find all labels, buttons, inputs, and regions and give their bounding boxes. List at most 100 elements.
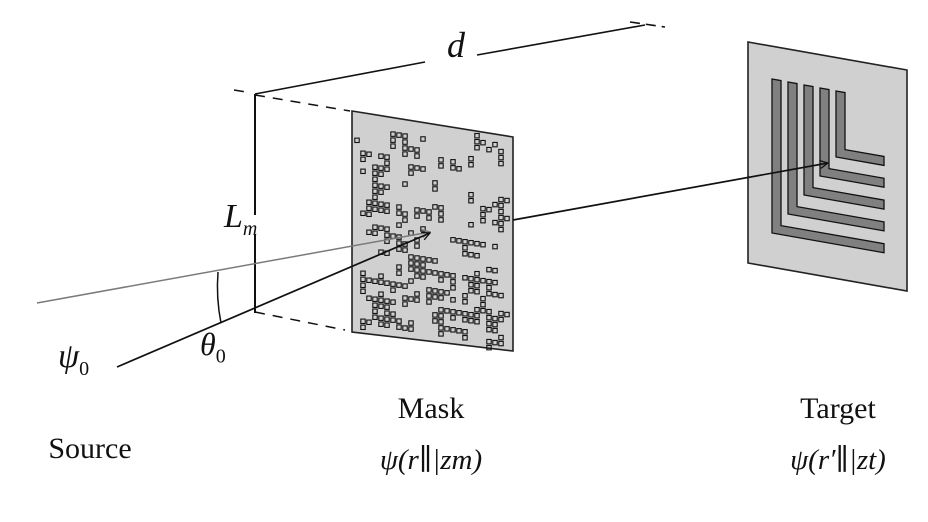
mask-pixel: [372, 188, 378, 194]
mask-pixel: [492, 267, 498, 274]
mask-pixel: [378, 153, 384, 159]
mask-pixel: [504, 197, 510, 204]
mask-pixel: [468, 221, 474, 228]
mask-pixel: [414, 267, 420, 273]
mask-pixel: [462, 299, 468, 305]
mask-pixel: [462, 311, 468, 317]
mask-pixel: [384, 184, 390, 190]
mask-pixel: [450, 237, 456, 243]
mask-pixel: [480, 139, 486, 146]
mask-pixel: [366, 211, 372, 218]
mask-pixel: [384, 298, 390, 304]
mask-pixel: [432, 258, 438, 264]
mask-pixel: [372, 170, 378, 176]
mask-pixel: [354, 137, 360, 144]
label-theta0-sub: 0: [215, 345, 226, 368]
mask-pixel: [408, 170, 414, 176]
mask-pixel: [492, 327, 498, 334]
mask-pixel: [384, 208, 390, 214]
label-theta0: θ0: [200, 326, 226, 368]
source-ray-gray: [36, 232, 430, 304]
mask-pixel: [486, 146, 492, 153]
mask-pixel: [498, 292, 504, 299]
mask-pixel: [474, 288, 480, 295]
mask-pixel: [384, 316, 390, 322]
mask-pixel: [492, 141, 498, 148]
mask-pixel: [396, 264, 402, 270]
mask-pixel: [486, 308, 492, 315]
mask-pixel: [390, 299, 396, 305]
mask-pixel: [468, 155, 474, 162]
label-target: Target: [800, 392, 876, 425]
mask-pixel: [480, 241, 486, 248]
mask-pixel: [366, 151, 372, 158]
mask-pixel: [372, 308, 378, 314]
mask-pixel: [468, 287, 474, 294]
mask-pixel: [366, 319, 372, 326]
mask-pixel: [480, 307, 486, 314]
mask-pixel: [486, 326, 492, 333]
mask-pixel: [468, 311, 474, 318]
mask-pixel: [432, 312, 438, 318]
mask-pixel: [432, 204, 438, 210]
mask-pixel: [414, 165, 420, 171]
mask-pixel: [378, 165, 384, 171]
mask-pixel: [414, 153, 420, 159]
mask-pixel: [378, 171, 384, 177]
mask-pixel: [360, 168, 366, 175]
mask-pixel: [444, 326, 450, 332]
mask-pixel: [474, 240, 480, 247]
label-Lm-sub: m: [242, 217, 258, 240]
mask-pixel: [402, 301, 408, 307]
mask-pixel: [396, 222, 402, 228]
mask-pixel: [372, 200, 378, 206]
mask-pixel: [450, 279, 456, 285]
mask-pixel: [492, 291, 498, 298]
target-l-pattern: [771, 78, 885, 254]
mask-pixel: [438, 307, 444, 313]
mask-pixel: [378, 189, 384, 195]
label-mask: Mask: [397, 392, 465, 425]
mask-pixel: [402, 295, 408, 301]
mask-pixel: [384, 202, 390, 208]
mask-pixel: [408, 260, 414, 266]
mask-pixel: [474, 144, 480, 151]
mask-pixel: [474, 132, 480, 139]
mask-pixel: [480, 277, 486, 284]
label-Lm-main: L: [224, 198, 243, 235]
mask-pixel: [396, 270, 402, 276]
mask-pixel: [492, 201, 498, 208]
mask-pixel: [450, 165, 456, 171]
mask-pixel: [474, 312, 480, 319]
mask-pixel: [468, 197, 474, 204]
mask-pixel: [432, 180, 438, 186]
mask-pixel: [504, 215, 510, 222]
mask-pixel: [474, 318, 480, 325]
mask-pixel: [492, 321, 498, 328]
mask-pixel: [402, 247, 408, 253]
mask-pixel: [474, 276, 480, 283]
projection-dashes: [254, 94, 351, 331]
mask-pixel: [390, 287, 396, 293]
mask-pixel: [414, 261, 420, 267]
mask-pixel: [444, 290, 450, 296]
mask-pixel: [486, 314, 492, 321]
mask-pixel: [498, 316, 504, 323]
mask-pixel: [378, 225, 384, 231]
mask-pixel: [414, 273, 420, 279]
mask-pixel: [366, 199, 372, 206]
mask-pixel: [372, 302, 378, 308]
mask-pixel: [456, 238, 462, 244]
mask-pixel: [432, 186, 438, 192]
mask-pixel: [474, 252, 480, 259]
mask-pixel: [492, 279, 498, 286]
mask-pixel: [492, 219, 498, 226]
mask-pixel: [438, 271, 444, 277]
mask-pixel: [474, 270, 480, 277]
mask-pixel: [486, 278, 492, 285]
mask-pixel: [402, 325, 408, 331]
label-source: Source: [48, 432, 132, 465]
mask-pixel: [498, 334, 504, 341]
mask-pixel: [390, 311, 396, 317]
mask-pixel: [450, 285, 456, 291]
